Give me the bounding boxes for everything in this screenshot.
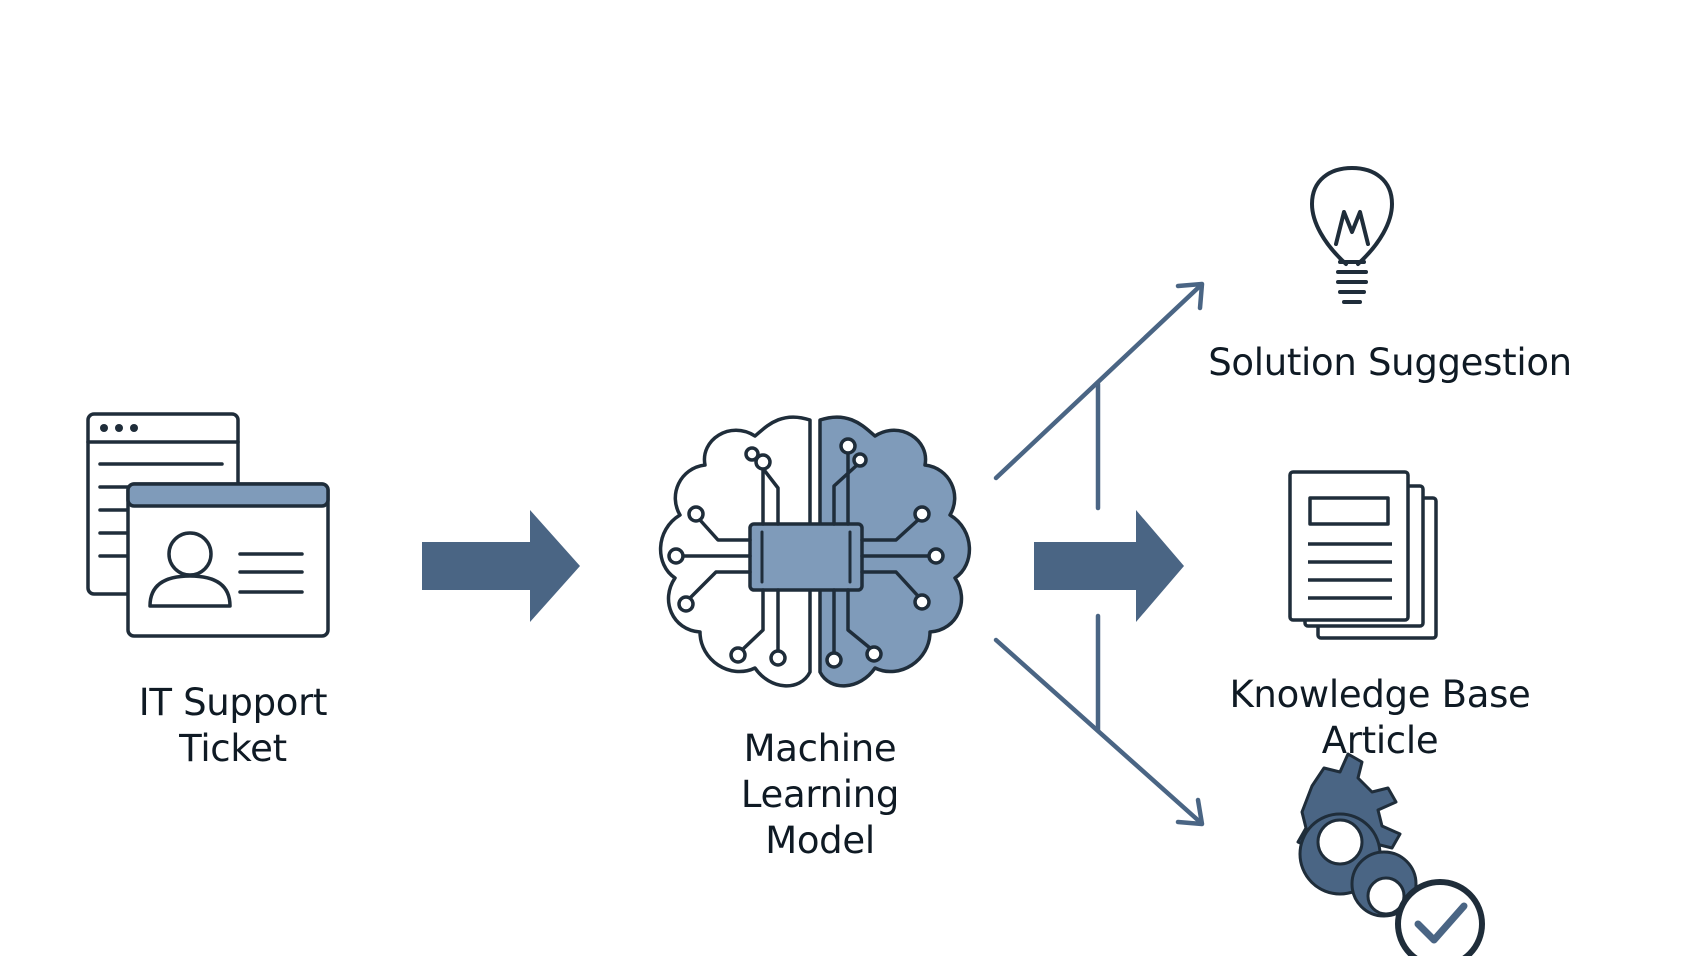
- document-stack-icon: [1288, 470, 1438, 640]
- ticket-label: IT Support Ticket: [103, 680, 363, 772]
- solution-label-line-1: Solution Suggestion: [1208, 341, 1572, 384]
- branch-arrows-icon: [993, 281, 1205, 827]
- solution-label: Solution Suggestion: [1180, 340, 1600, 386]
- knowledge-label-line-2: Article: [1321, 719, 1439, 762]
- ticket-label-line-1: IT Support: [138, 681, 328, 724]
- knowledge-label-line-1: Knowledge Base: [1229, 673, 1531, 716]
- model-label-line-1: Machine: [743, 727, 897, 770]
- model-label: Machine Learning Model: [700, 726, 940, 864]
- model-label-line-2: Learning: [740, 773, 900, 816]
- gears-check-icon: [1296, 752, 1485, 956]
- ticket-window-icon: [86, 412, 330, 638]
- lightbulb-icon: [1310, 166, 1394, 304]
- knowledge-label: Knowledge Base Article: [1200, 672, 1560, 764]
- brain-chip-icon: [658, 415, 972, 688]
- block-arrow-icon: [1034, 510, 1184, 622]
- block-arrow-icon: [422, 510, 580, 622]
- model-label-line-3: Model: [765, 819, 875, 862]
- ticket-label-line-2: Ticket: [179, 727, 287, 770]
